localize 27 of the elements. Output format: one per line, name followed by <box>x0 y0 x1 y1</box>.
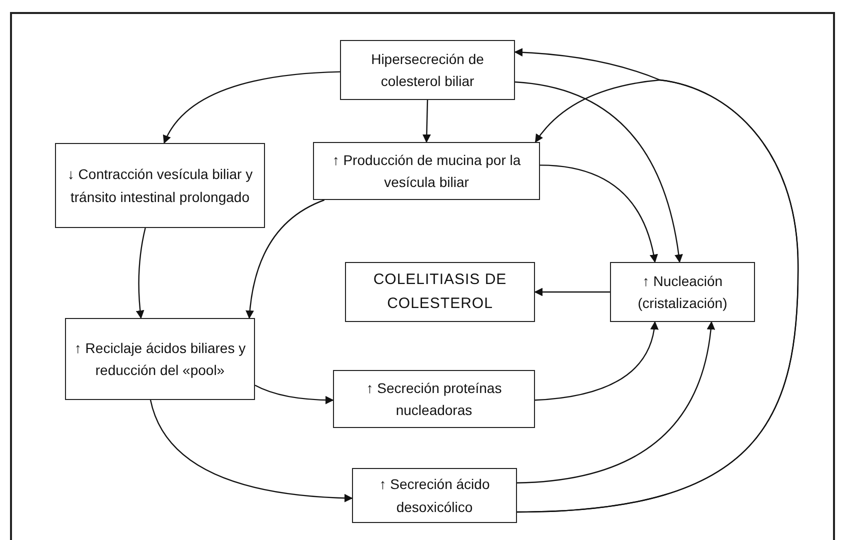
box-text: ↓ Contracción vesícula biliar y tránsito intestinal prolongado <box>66 165 254 207</box>
arrow <box>422 100 431 143</box>
arrow <box>164 71 340 144</box>
arrow <box>150 400 353 502</box>
process-box <box>340 40 515 100</box>
box-text: ↑ Secreción proteínas nucleadoras <box>365 378 503 420</box>
arrow <box>534 288 610 296</box>
process-box <box>65 318 255 400</box>
process-box <box>352 468 517 523</box>
process-box <box>313 142 540 200</box>
process-box <box>610 262 755 322</box>
arrow <box>514 81 683 263</box>
arrow <box>246 199 325 319</box>
box-text: Hipersecreción de colesterol biliar <box>370 50 485 91</box>
process-box <box>333 370 535 428</box>
box-text: ↑ Reciclaje ácidos biliares y reducción del «pool» <box>74 338 246 380</box>
process-box <box>55 143 265 228</box>
box-text: ↑ Secreción ácido desoxicólico <box>378 475 491 516</box>
box-text: COLELITIASIS DE COLESTEROL <box>372 270 508 314</box>
arrow <box>136 228 146 319</box>
arrow <box>534 321 658 401</box>
arrow <box>254 384 334 404</box>
box-text: ↑ Producción de mucina por la vesícula biliar <box>331 150 522 192</box>
arrow <box>516 321 715 484</box>
process-box <box>345 262 535 322</box>
arrow <box>540 164 658 263</box>
box-text: ↑ Nucleación (cristalización) <box>636 272 728 313</box>
